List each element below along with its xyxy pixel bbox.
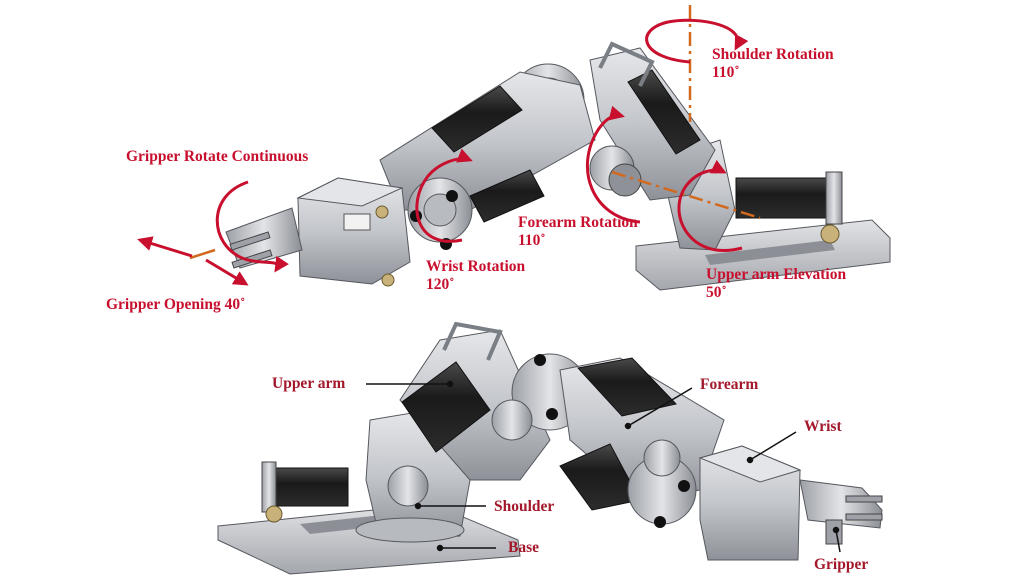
forearm-leader (627, 387, 693, 427)
bottom-base-motor-cap (261, 461, 277, 513)
upper-arm-axis-line (611, 170, 761, 220)
gripper-axis-line (189, 248, 216, 260)
forearm-rotation-value: 110˚ (518, 232, 546, 249)
top-robot-illustration (225, 41, 891, 291)
top-base-foot (820, 224, 840, 244)
top-forearm-motor-lower (469, 169, 545, 223)
bottom-elbow-motor (491, 399, 533, 441)
bottom-handle (442, 321, 503, 361)
shoulder-rotation-label: Shoulder Rotation 110˚ (712, 46, 834, 82)
bottom-forearm-motor (577, 357, 677, 417)
bottom-robot-illustration (217, 321, 883, 575)
shoulder-rotation-name: Shoulder Rotation (712, 46, 834, 63)
bottom-gripper-finger-1 (845, 495, 883, 503)
wrist-leader-dot (746, 456, 754, 464)
shoulder-rotation-arrow (645, 18, 749, 64)
top-wrist-housing-top (296, 177, 404, 207)
bottom-turntable (355, 517, 465, 543)
forearm-leader-dot (624, 422, 632, 430)
bottom-base-motor (271, 467, 349, 507)
wrist-rotation-label: Wrist Rotation 120˚ (426, 258, 525, 294)
gripper-leader-dot (832, 526, 840, 534)
part-label-shoulder: Shoulder (494, 498, 555, 515)
bottom-leader-lines (366, 380, 841, 553)
part-label-upper-arm: Upper arm (272, 375, 346, 392)
upper-arm-elevation-value: 50˚ (706, 284, 727, 301)
bottom-upper-arm-motor (401, 361, 491, 453)
wrist-rotation-name: Wrist Rotation (426, 258, 526, 275)
top-base-motor-cap (825, 171, 843, 225)
gripper-leader (835, 529, 841, 553)
top-wrist-fitting-1 (375, 205, 389, 219)
top-motion-arrows (137, 18, 749, 286)
top-wrist-fitting-2 (381, 273, 395, 287)
top-axis-lines (189, 5, 761, 260)
bottom-base-foot (265, 505, 283, 523)
top-handle (598, 41, 655, 87)
gripper-opening-label: Gripper Opening 40˚ (106, 296, 245, 314)
wrist-leader (749, 431, 797, 461)
top-forearm-motor (431, 85, 523, 153)
part-label-forearm: Forearm (700, 376, 759, 393)
bottom-gripper-finger-2 (845, 513, 883, 521)
gripper-rotate-name: Gripper Rotate Continuous (126, 148, 309, 165)
part-label-wrist: Wrist (804, 418, 842, 435)
wrist-rotation-arrow (415, 148, 473, 243)
forearm-rotation-label: Forearm Rotation 110˚ (518, 214, 638, 250)
bottom-base-plate (217, 503, 521, 575)
forearm-rotation-name: Forearm Rotation (518, 214, 638, 231)
top-gripper-finger-1 (229, 231, 271, 251)
top-wrist-connector (343, 213, 371, 231)
upper-arm-elevation-name: Upper arm Elevation (706, 266, 847, 283)
top-base-slots (705, 240, 835, 265)
bottom-shoulder-cap (387, 465, 429, 507)
bottom-elbow-bolt-2 (546, 408, 558, 420)
bottom-wrist-motor (643, 439, 681, 477)
bottom-wrist-bolt-2 (654, 516, 666, 528)
gripper-opening-name: Gripper Opening 40˚ (106, 296, 246, 313)
top-wrist-bolt (446, 190, 458, 202)
part-label-gripper: Gripper (814, 556, 869, 573)
forearm-rotation-arrow (585, 105, 641, 224)
shoulder-rotation-value: 110˚ (712, 64, 740, 81)
wrist-rotation-value: 120˚ (426, 276, 455, 293)
upper-arm-elevation-arrow (677, 159, 743, 252)
top-wrist-disc-inner (423, 193, 457, 227)
part-label-base: Base (508, 539, 539, 556)
upper-arm-leader-dot (446, 380, 454, 388)
gripper-rotate-arrow (215, 180, 289, 273)
upper-arm-elevation-label: Upper arm Elevation 50˚ (706, 266, 846, 302)
shoulder-leader-dot (414, 502, 422, 510)
gripper-opening-arrow-left (137, 236, 193, 258)
top-base-motor (735, 177, 829, 219)
bottom-elbow-bolt-1 (534, 354, 546, 366)
gripper-opening-arrow-right (205, 258, 249, 286)
base-leader-dot (436, 544, 444, 552)
bottom-wrist-bolt-1 (678, 480, 690, 492)
top-forearm-joint (608, 163, 642, 197)
gripper-rotate-label: Gripper Rotate Continuous (126, 148, 308, 166)
bottom-wrist-housing-top (698, 445, 802, 483)
